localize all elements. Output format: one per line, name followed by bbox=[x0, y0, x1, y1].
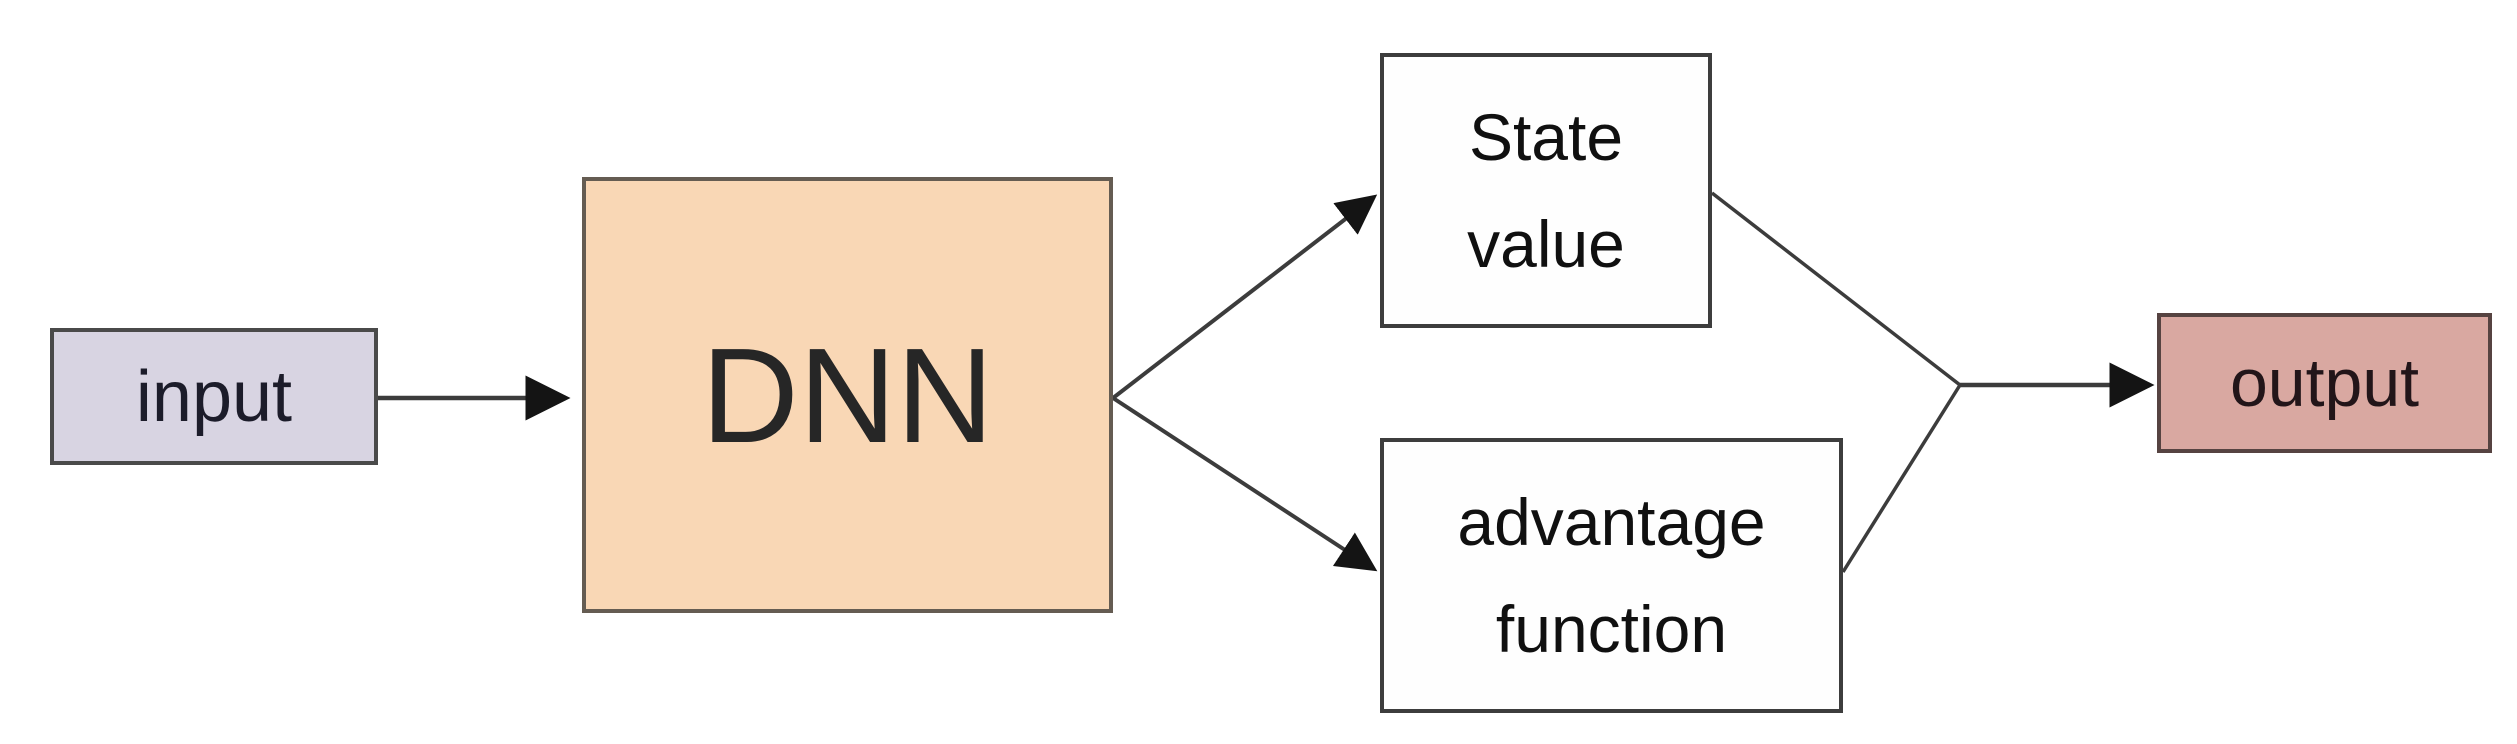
edge-dnn-to-advantage-function bbox=[1111, 396, 1378, 572]
node-output-label: output bbox=[2229, 345, 2420, 421]
node-state-value: State value bbox=[1380, 53, 1712, 328]
edge-dnn-to-state-value bbox=[1111, 194, 1378, 400]
node-state-value-label: State value bbox=[1467, 99, 1625, 281]
edge-advantage-function-to-merge bbox=[1841, 384, 1962, 573]
node-input-label: input bbox=[135, 356, 293, 437]
node-advantage-function-label: advantage function bbox=[1457, 484, 1766, 666]
node-dnn: DNN bbox=[582, 177, 1113, 613]
edge-state-value-to-merge bbox=[1710, 191, 1962, 387]
node-advantage-function: advantage function bbox=[1380, 438, 1843, 713]
node-output: output bbox=[2157, 313, 2492, 453]
node-dnn-label: DNN bbox=[701, 319, 994, 471]
node-input: input bbox=[50, 328, 378, 465]
